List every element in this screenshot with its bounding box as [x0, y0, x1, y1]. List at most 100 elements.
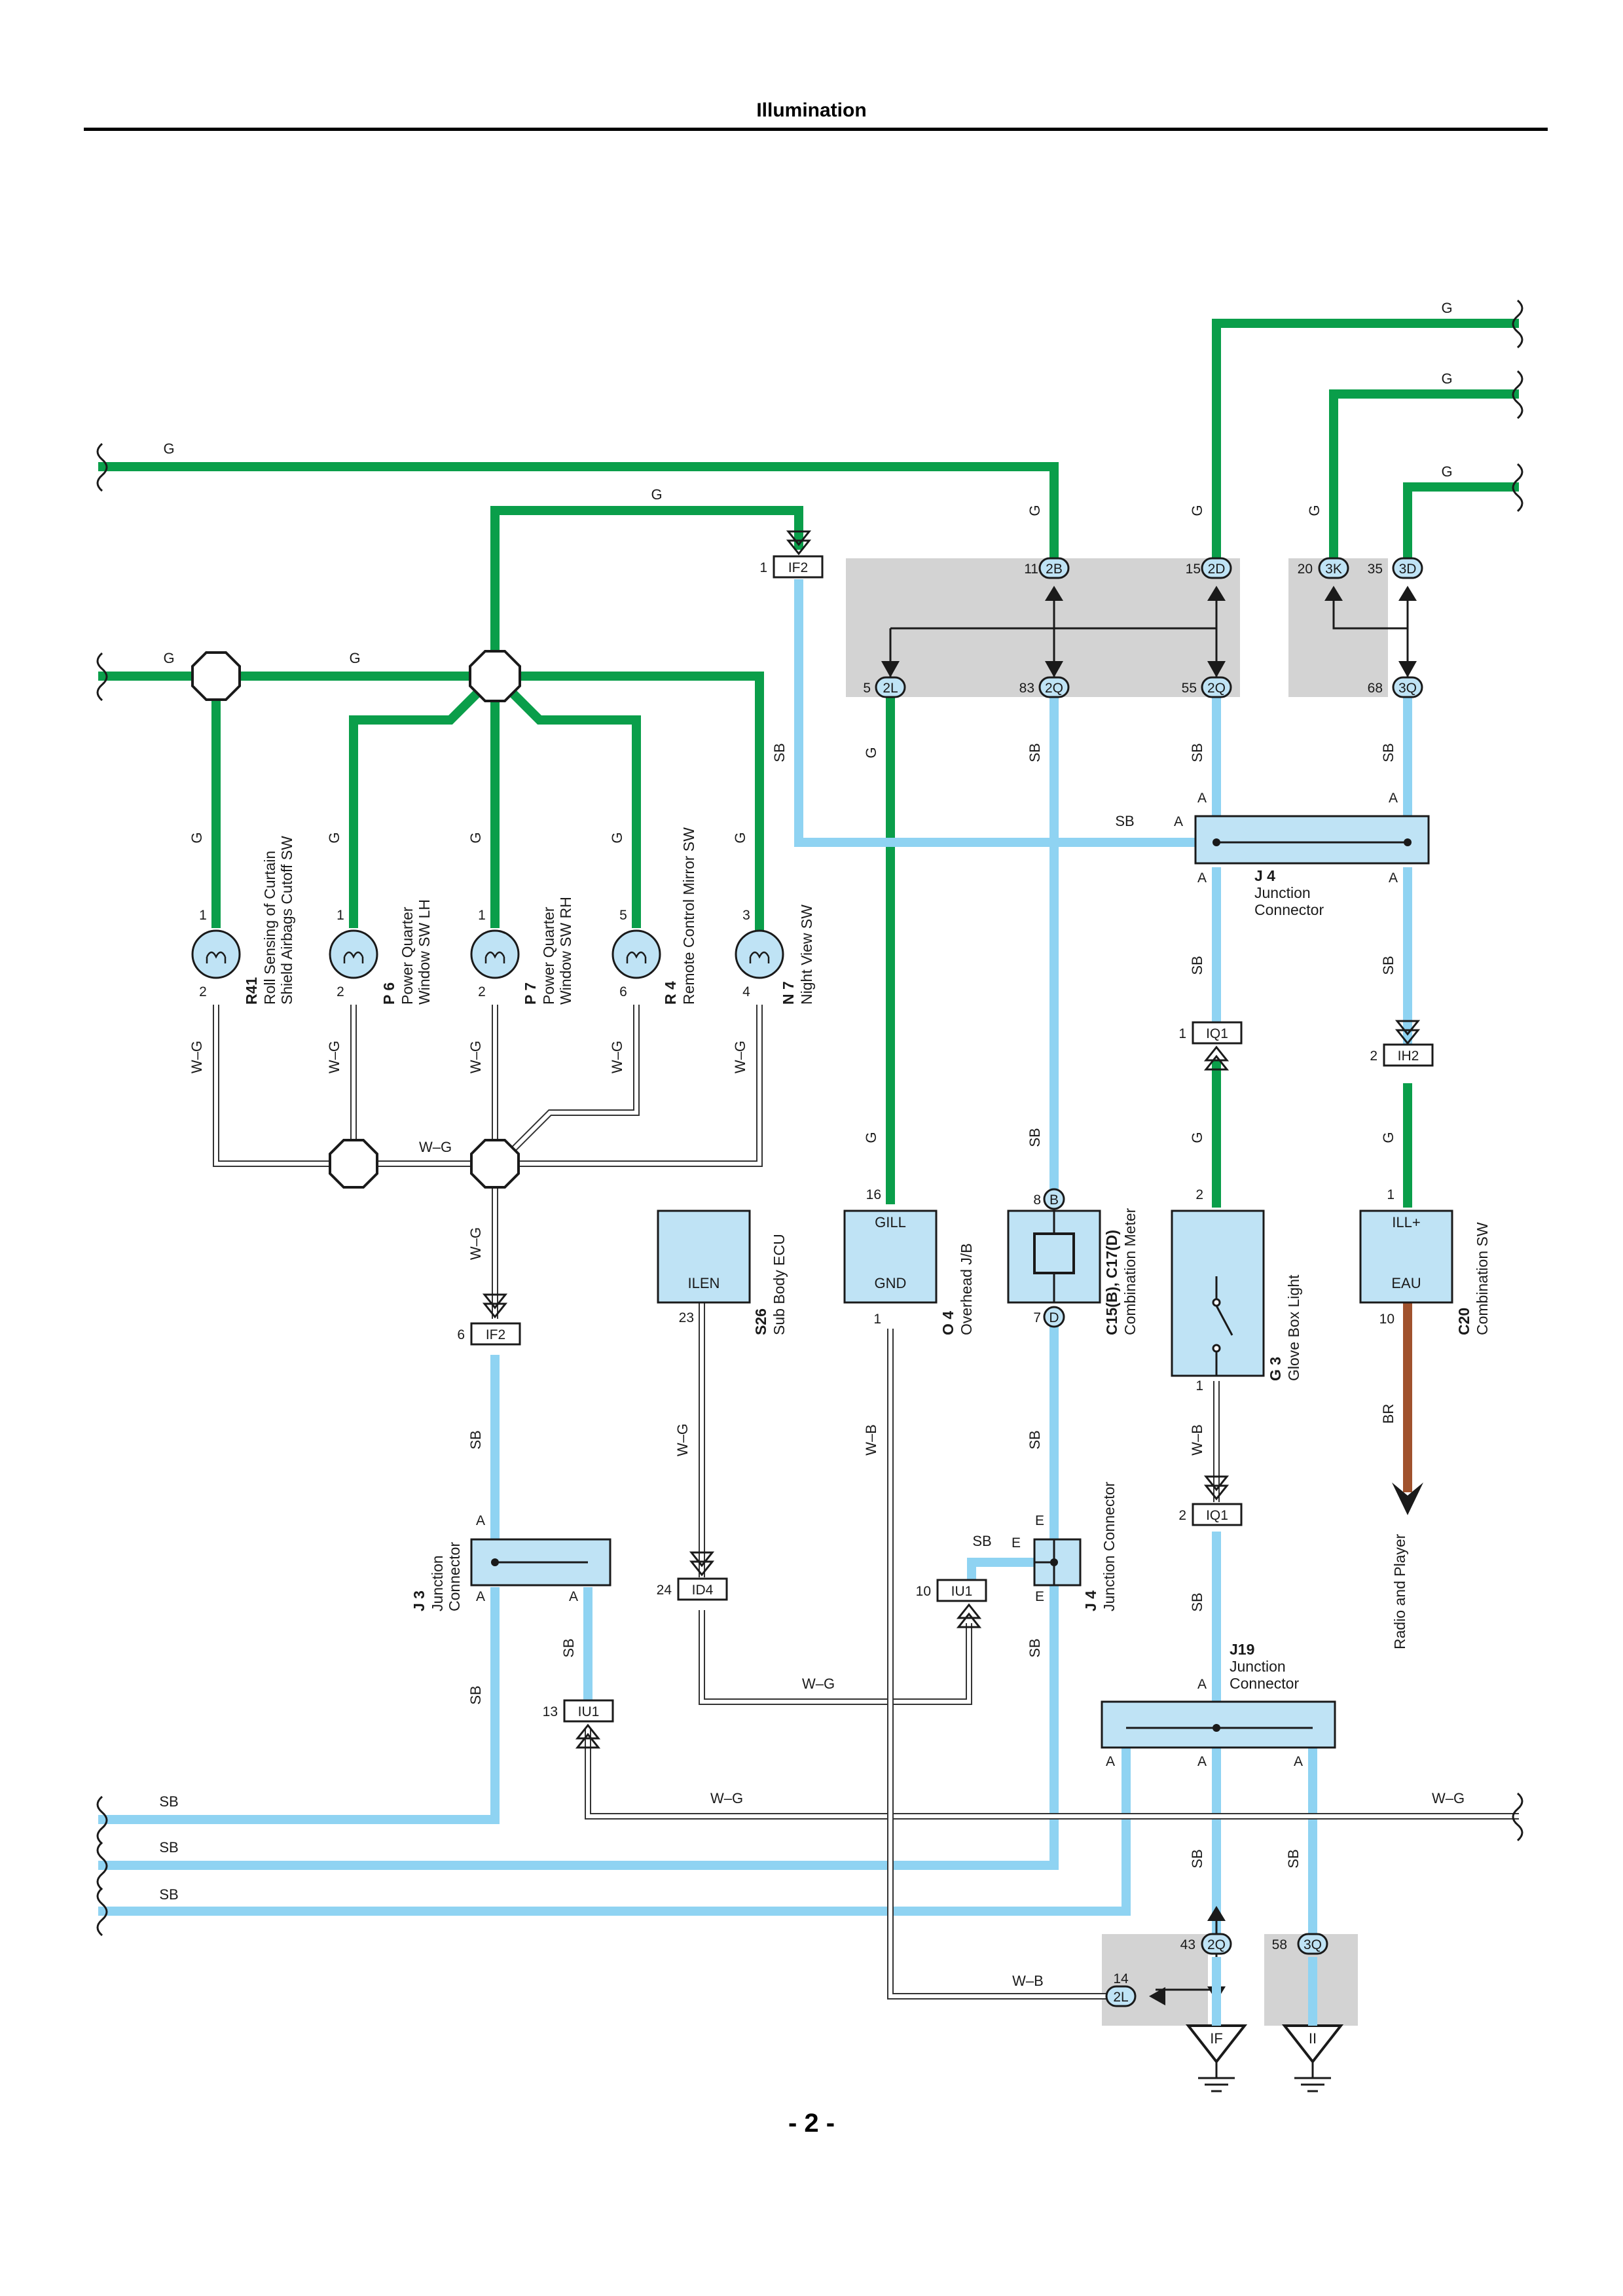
glove-switch-icon	[1212, 1276, 1233, 1376]
svg-text:W–G: W–G	[802, 1676, 835, 1692]
meter-pin-d-code: D	[1049, 1310, 1059, 1325]
svg-text:Remote Control Mirror SW: Remote Control Mirror SW	[680, 827, 697, 1005]
svg-text:1: 1	[478, 908, 486, 923]
combination-sw-box	[1359, 1210, 1453, 1304]
iq1-bot-pin: 2	[1178, 1508, 1186, 1523]
svg-text:SB: SB	[1027, 743, 1043, 762]
svg-text:G: G	[189, 832, 205, 843]
svg-text:G: G	[1027, 505, 1043, 516]
iu1-b-code: IU1	[578, 1704, 600, 1719]
switch-pin-numbers: 1 2 1 2 1 2 5 6 3 4	[199, 908, 750, 999]
svg-text:Shield Airbags Cutoff SW: Shield Airbags Cutoff SW	[278, 836, 295, 1005]
overhead-jb-box	[843, 1210, 938, 1304]
pin-code-3q-58: 3Q	[1304, 1937, 1322, 1952]
j4-bot-pin-e3: E	[1035, 1589, 1044, 1604]
c20-pin-bot: 10	[1379, 1312, 1395, 1327]
meter-pin-b	[1043, 1188, 1065, 1210]
j3-pin-a3: A	[569, 1589, 578, 1604]
sub-body-ecu-box	[657, 1210, 751, 1304]
svg-text:W–B: W–B	[1012, 1973, 1044, 1989]
if2-top-code: IF2	[788, 560, 808, 575]
svg-text:SB: SB	[1285, 1849, 1302, 1868]
if2-mid-pin: 6	[457, 1327, 465, 1342]
svg-text:W–G: W–G	[467, 1041, 484, 1073]
c15-pin-top: 8	[1033, 1193, 1041, 1208]
ih2-pin: 2	[1370, 1049, 1377, 1064]
j4-top-name-1: Junction	[1254, 884, 1311, 901]
svg-text:W–G: W–G	[710, 1790, 743, 1806]
svg-text:Window SW RH: Window SW RH	[557, 897, 574, 1005]
jb-block-bottom-left	[1102, 1934, 1208, 2026]
page-title: Illumination	[756, 99, 867, 121]
svg-text:Power Quarter: Power Quarter	[399, 906, 416, 1005]
iu1-a-pin: 10	[916, 1584, 931, 1599]
j4-top-pin-a2: A	[1389, 791, 1398, 806]
svg-text:SB: SB	[1380, 743, 1396, 762]
s26-terminal: ILEN	[688, 1275, 720, 1291]
wire-labels-horizontal: G G G G G G G SB W–G W–G W–G W–G SB SB S…	[159, 300, 1465, 1989]
svg-text:W–G: W–G	[189, 1041, 205, 1073]
s26-name: Sub Body ECU	[771, 1234, 788, 1335]
if2-top-pin: 1	[759, 560, 767, 575]
svg-text:SB: SB	[1027, 1128, 1043, 1147]
pin-code-2d: 2D	[1208, 562, 1226, 577]
svg-text:G: G	[163, 650, 174, 666]
j4-top-id: J 4	[1254, 867, 1275, 884]
svg-text:4: 4	[742, 984, 750, 999]
o4-term-top: GILL	[875, 1214, 906, 1230]
j19-pin-a4: A	[1294, 1754, 1303, 1769]
svg-text:G: G	[163, 440, 174, 457]
harness-connectors	[470, 530, 1434, 1749]
meter-pin-d	[1043, 1306, 1065, 1328]
pin-code-2q-43: 2Q	[1207, 1937, 1226, 1952]
svg-text:SB: SB	[1189, 743, 1205, 762]
svg-text:G: G	[1306, 505, 1322, 516]
splice-wg-main	[470, 1139, 520, 1189]
pin-code-2l-14: 2L	[1113, 1990, 1128, 2005]
pin-code-3q-68: 3Q	[1398, 681, 1417, 696]
svg-text:G: G	[651, 486, 662, 503]
jb-pin-ovals	[875, 557, 1423, 2007]
iu1-b-pin: 13	[543, 1704, 558, 1719]
svg-text:G: G	[863, 747, 879, 758]
pin-code-2l: 2L	[883, 681, 898, 696]
svg-text:SB: SB	[1027, 1638, 1043, 1657]
ground-ii-label: II	[1309, 2030, 1317, 2047]
j4-bot-pin-e2: E	[1012, 1535, 1021, 1551]
pin-num-11: 11	[1024, 562, 1038, 577]
splice-g-main	[469, 650, 521, 702]
svg-text:R41: R41	[243, 977, 260, 1005]
splice-g-left	[191, 651, 241, 701]
svg-text:2: 2	[337, 984, 344, 999]
g3-pin-bot: 1	[1195, 1378, 1203, 1393]
svg-text:SB: SB	[1189, 1592, 1205, 1611]
svg-text:G: G	[1441, 463, 1452, 480]
j3-id: J 3	[410, 1590, 428, 1611]
c15-pin-bot: 7	[1033, 1310, 1041, 1325]
ih2-code: IH2	[1398, 1049, 1419, 1064]
svg-text:SB: SB	[1027, 1430, 1043, 1449]
svg-text:SB: SB	[1189, 956, 1205, 975]
splices	[191, 650, 521, 1189]
c20-id: C20	[1455, 1308, 1472, 1335]
j4-top-pin-a4: A	[1197, 870, 1207, 886]
svg-text:6: 6	[619, 984, 627, 999]
switch-names: R41 Roll Sensing of Curtain Shield Airba…	[243, 827, 815, 1005]
meter-pin-b-code: B	[1049, 1193, 1059, 1208]
iq1-bot-code: IQ1	[1206, 1508, 1228, 1523]
c15-id: C15(B), C17(D)	[1103, 1230, 1120, 1335]
o4-pin-bot: 1	[873, 1312, 881, 1327]
j4-top-connector	[1194, 815, 1430, 865]
iq1-top-code: IQ1	[1206, 1026, 1228, 1041]
svg-text:G: G	[467, 832, 484, 843]
g3-name: Glove Box Light	[1285, 1274, 1302, 1381]
id4-pin: 24	[657, 1583, 672, 1598]
svg-text:P 6: P 6	[380, 982, 397, 1005]
svg-text:2: 2	[199, 984, 207, 999]
svg-text:SB: SB	[159, 1839, 178, 1856]
o4-name: Overhead J/B	[958, 1243, 975, 1335]
iq1-top-pin: 1	[1178, 1026, 1186, 1041]
o4-term-bot: GND	[875, 1275, 907, 1291]
svg-text:1: 1	[337, 908, 344, 923]
